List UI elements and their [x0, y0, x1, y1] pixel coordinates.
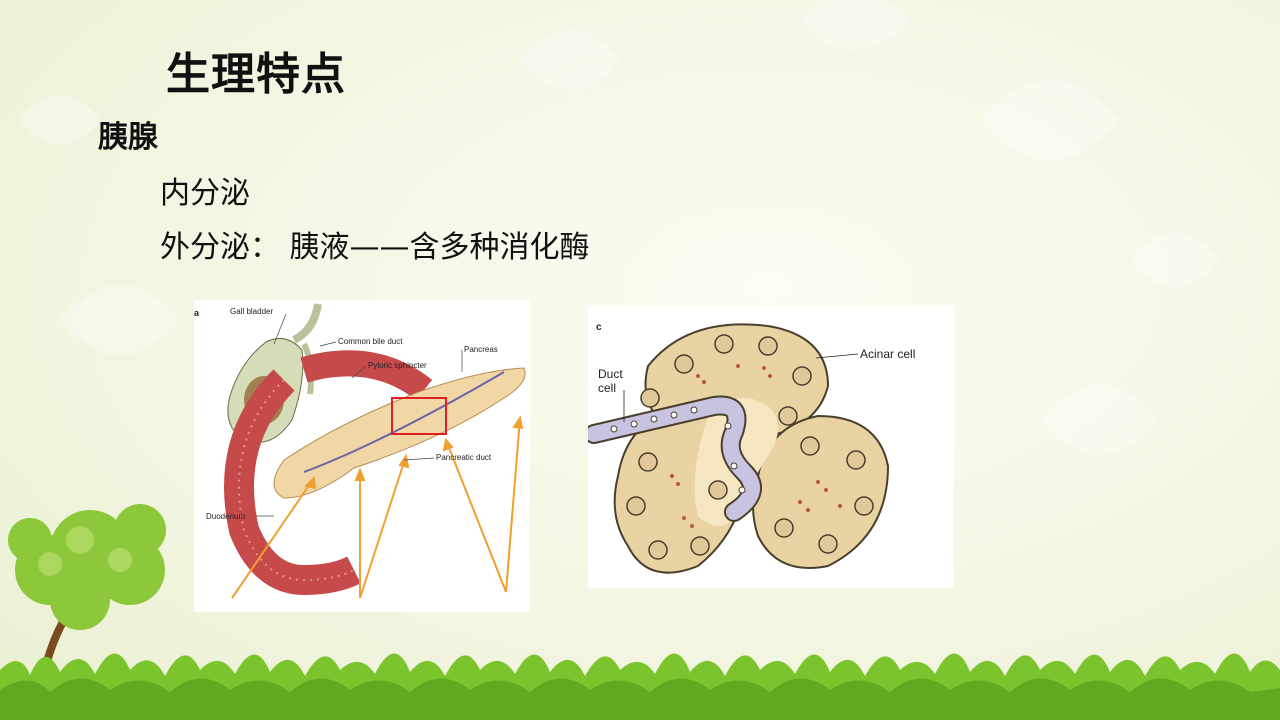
- figure-pancreas-anatomy: a: [194, 300, 530, 612]
- highlight-box: [391, 397, 447, 435]
- duodenum-shape: [224, 350, 433, 596]
- label-common-bile-duct: Common bile duct: [338, 337, 403, 346]
- label-pancreatic-duct: Pancreatic duct: [436, 453, 492, 462]
- duct-tube: [584, 395, 762, 522]
- label-cell: cell: [598, 381, 616, 395]
- zymogen-granules: [670, 364, 842, 528]
- label-pyloric-sphincter: Pyloric sphincter: [368, 361, 427, 370]
- label-gall-bladder: Gall bladder: [230, 307, 273, 316]
- decorative-tree: [8, 504, 166, 694]
- bullet-exocrine: 外分泌： 胰液——含多种消化酶: [160, 230, 590, 265]
- bullet-endocrine: 内分泌: [160, 176, 250, 211]
- label-duct: Duct: [598, 367, 623, 381]
- cell-nuclei: [626, 334, 874, 560]
- figure-acinar-structure: c: [584, 306, 954, 588]
- label-pancreas: Pancreas: [464, 345, 498, 354]
- decorative-grass: [0, 653, 1280, 720]
- figure-a-panel-letter: a: [194, 308, 200, 318]
- label-acinar-cell: Acinar cell: [860, 347, 915, 361]
- slide-title: 生理特点: [166, 49, 346, 100]
- figure-c-panel-letter: c: [596, 322, 602, 333]
- section-subtitle: 胰腺: [98, 120, 158, 155]
- pointer-arrows: [231, 415, 524, 599]
- label-duodenum: Duodenum: [206, 512, 245, 521]
